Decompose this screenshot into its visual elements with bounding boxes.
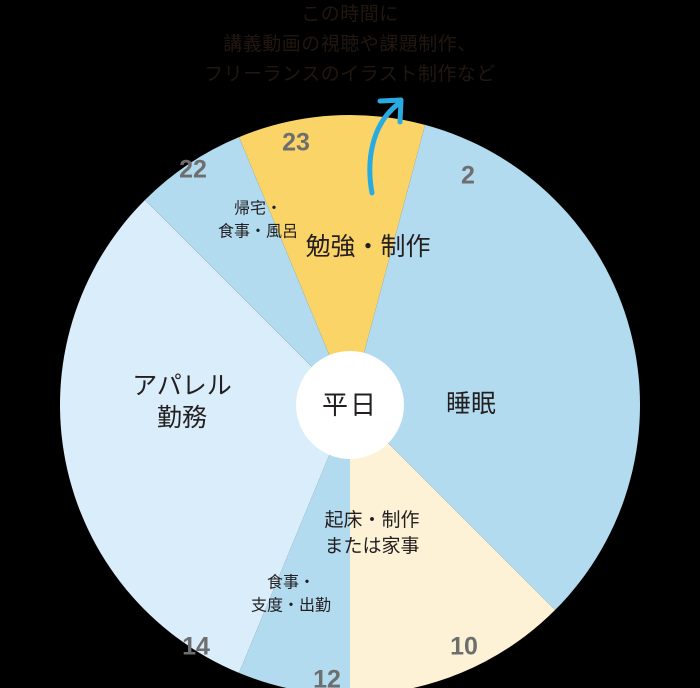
pie-slice-label-line: または家事 [324, 535, 419, 557]
center-label: 平日 [322, 390, 378, 420]
pie-center-disc [296, 351, 404, 459]
pie-slice[interactable] [239, 405, 350, 688]
hour-tick-10: 10 [450, 633, 478, 661]
pie-slice[interactable] [350, 405, 556, 688]
hour-tick-22: 22 [179, 156, 207, 184]
pie-slice[interactable] [59, 199, 350, 673]
pie-slice-label-line: 支度・出勤 [251, 597, 331, 615]
hour-tick-23: 23 [282, 129, 310, 157]
pie-slice-label-line: 帰宅・ [234, 200, 282, 218]
pie-slice-label: 起床・制作または家事 [324, 509, 419, 557]
pie-slice[interactable] [350, 124, 641, 611]
hour-tick-2: 2 [461, 162, 475, 190]
hour-tick-labels: 2 10 12 14 22 23 [179, 129, 478, 688]
pie-slice-label-line: 睡眠 [446, 390, 496, 418]
pie-slice-label: 睡眠 [446, 390, 496, 418]
pie-slice-label: 食事・支度・出勤 [251, 574, 331, 615]
pie-slice-label: 勉強・制作 [305, 233, 430, 261]
hour-tick-14: 14 [182, 633, 210, 661]
pie-slice-label: 帰宅・食事・風呂 [218, 200, 298, 241]
curved-arrow-up-right [367, 97, 404, 196]
pie-slice-label-line: アパレル [132, 372, 232, 400]
pie-slice[interactable] [239, 114, 426, 405]
pie-slices [59, 114, 641, 688]
pie-slice-label-line: 勉強・制作 [305, 233, 430, 261]
hour-tick-12: 12 [313, 666, 341, 688]
pie-slice-label-line: 食事・風呂 [218, 223, 298, 241]
pie-slice-label-line: 起床・制作 [324, 509, 419, 531]
pie-slice-label: アパレル勤務 [132, 372, 232, 432]
pie-slice[interactable] [144, 137, 350, 405]
pie-slice-label-line: 勤務 [157, 404, 207, 432]
pie-slice-label-line: 食事・ [267, 574, 315, 592]
